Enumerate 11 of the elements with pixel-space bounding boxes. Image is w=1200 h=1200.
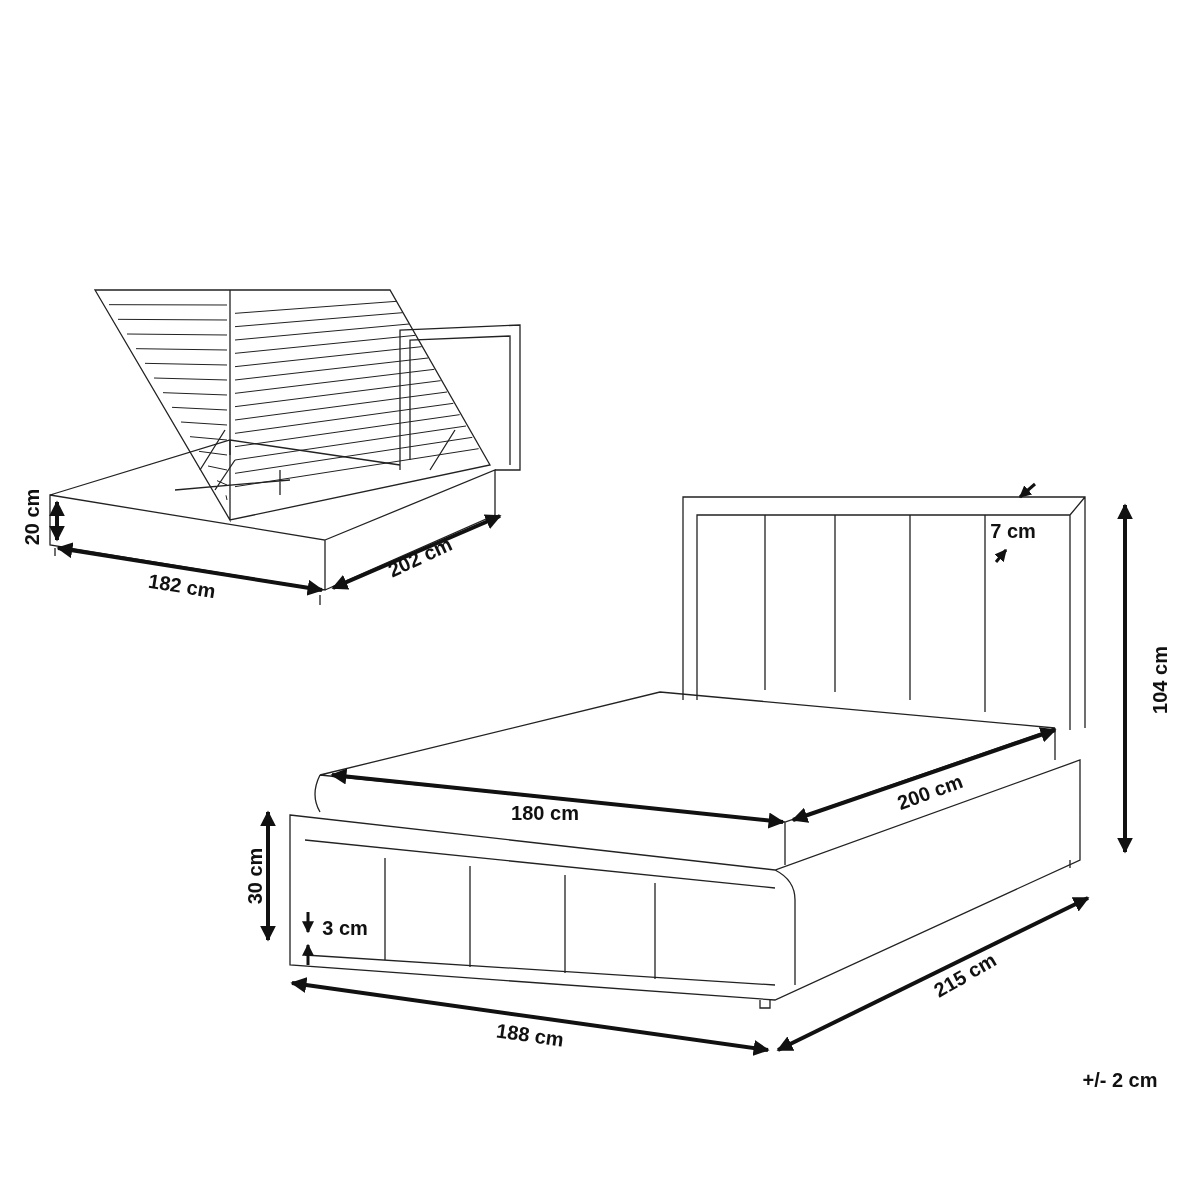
dimension-label: 104 cm xyxy=(1150,646,1170,714)
dimension-label: 180 cm xyxy=(511,803,579,823)
dimension-label: 7 cm xyxy=(990,521,1036,541)
dimension-label: 182 cm xyxy=(146,570,218,602)
dimension-label: 30 cm xyxy=(245,847,265,905)
dimension-label: 3 cm xyxy=(322,918,368,938)
dimension-label: 200 cm xyxy=(894,771,966,813)
dimension-label: 20 cm xyxy=(22,488,42,546)
tolerance-note: +/- 2 cm xyxy=(1082,1070,1158,1090)
dimension-label: 215 cm xyxy=(930,949,1000,1001)
dimension-label: 188 cm xyxy=(495,1020,565,1050)
